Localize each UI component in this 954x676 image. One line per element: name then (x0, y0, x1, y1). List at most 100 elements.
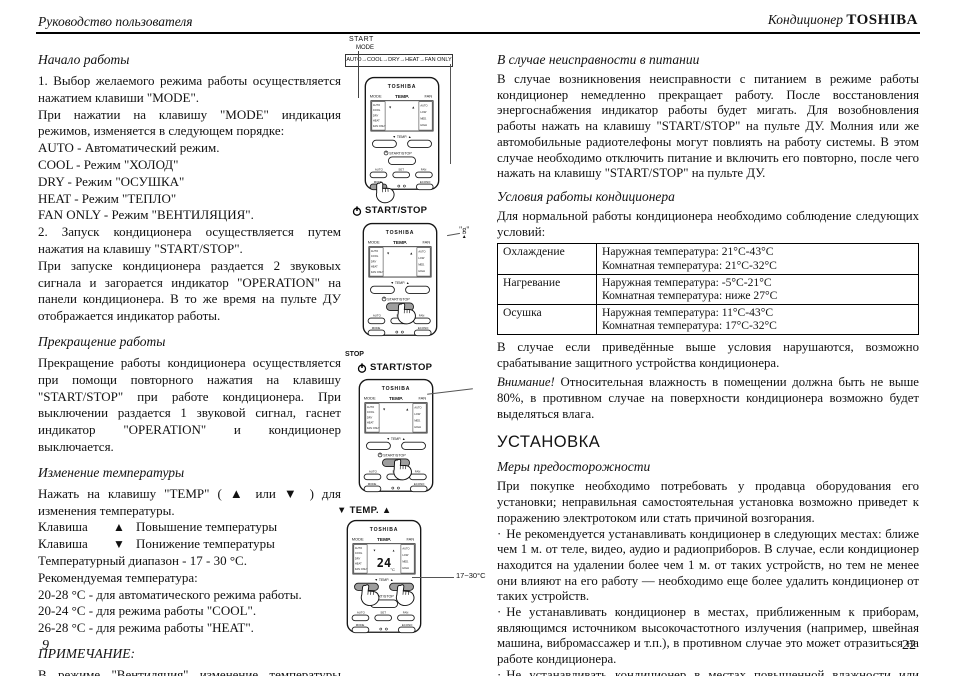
header-left-title: Руководство пользователя (38, 14, 193, 29)
svg-text:ECONO: ECONO (418, 326, 429, 330)
svg-text:FAN: FAN (422, 240, 430, 245)
svg-text:FAN ONLY: FAN ONLY (373, 124, 386, 128)
svg-text:AUTO: AUTO (402, 547, 409, 551)
table-cell-conditions: Наружная температура: 21°C-43°C Комнатна… (596, 243, 919, 275)
econo-button (413, 329, 432, 337)
figure-heading-temp: ▼ TEMP. ▲ (337, 505, 392, 516)
table-row: Нагревание Наружная температура: -5°C-21… (497, 273, 919, 305)
svg-text:▼: ▼ (386, 252, 390, 256)
svg-text:FAN: FAN (418, 396, 426, 401)
bullet-paragraph: ·Не устанавливать кондиционер в местах, … (497, 605, 919, 667)
svg-text:START/STOP: START/STOP (371, 595, 394, 599)
svg-text:MODE: MODE (364, 396, 376, 401)
svg-text:▼ TEMP. ▲: ▼ TEMP. ▲ (390, 281, 409, 285)
pointing-hand-icon (395, 584, 415, 607)
svg-text:FAN: FAN (421, 168, 427, 172)
temp-down-key-row: Клавиша ▼ Понижение температуры (38, 536, 275, 552)
svg-text:COOL: COOL (355, 551, 363, 555)
svg-text:START/STOP: START/STOP (389, 152, 412, 156)
paragraph: Нажать на клавишу "TEMP" ( ▲ или ▼ ) для… (38, 485, 341, 518)
leader-line (450, 64, 451, 164)
pointing-hand-icon (360, 584, 380, 607)
paragraph: При нажатии на клавишу "MODE" индикация … (38, 106, 341, 139)
svg-text:MODE: MODE (352, 537, 364, 542)
svg-text:COOL: COOL (373, 108, 381, 112)
svg-text:MODE: MODE (356, 623, 365, 627)
mode-list-item: FAN ONLY - Режим "ВЕНТИЛЯЦИЯ". (38, 207, 254, 223)
section-heading: ПРИМЕЧАНИЕ: (38, 645, 136, 661)
svg-text:AUTO: AUTO (414, 406, 421, 410)
svg-text:AUTO: AUTO (373, 314, 382, 318)
svg-text:▲: ▲ (410, 252, 414, 256)
svg-text:▲: ▲ (406, 408, 410, 412)
econo-button (397, 626, 416, 634)
svg-text:MED.: MED. (420, 116, 427, 120)
svg-text:TOSHIBA: TOSHIBA (386, 230, 414, 236)
svg-text:24: 24 (377, 556, 391, 570)
svg-text:HEAT: HEAT (355, 562, 362, 566)
svg-text:HEAT: HEAT (367, 421, 374, 425)
svg-text:SET: SET (398, 168, 404, 172)
right-page-column: В случае неисправности в питании В случа… (497, 52, 919, 676)
svg-text:LOW: LOW (402, 553, 409, 557)
svg-text:LOW: LOW (418, 256, 425, 260)
paragraph: В случае возникновения неисправности с п… (497, 72, 919, 181)
svg-text:LOW: LOW (414, 412, 421, 416)
svg-text:ECONO: ECONO (402, 623, 413, 627)
svg-text:FAN: FAN (403, 611, 409, 615)
operation-indicator-callout: "g" ▲ (459, 225, 470, 241)
power-icon (357, 362, 367, 373)
svg-text:HIGH: HIGH (402, 566, 409, 570)
svg-text:AUTO: AUTO (367, 405, 374, 409)
svg-text:ECONO: ECONO (420, 180, 431, 184)
section-heading: Изменение температуры (38, 464, 185, 480)
svg-text:FAN: FAN (419, 314, 425, 318)
svg-text:▼ TEMP. ▲: ▼ TEMP. ▲ (386, 437, 405, 441)
pointing-hand-icon (393, 458, 412, 481)
bullet-dot: · (497, 526, 502, 541)
remote-button (413, 317, 431, 325)
svg-text:DRY: DRY (371, 259, 377, 263)
svg-text:LOW: LOW (420, 110, 427, 114)
bullet-paragraph: ·Не устанавливать кондиционер в местах п… (497, 668, 919, 676)
svg-text:MODE: MODE (368, 482, 377, 486)
remote-display (352, 543, 416, 575)
paragraph: При запуске кондиционера раздается 2 зву… (38, 257, 341, 324)
svg-text:MED.: MED. (414, 418, 421, 422)
mode-list-item: COOL - Режим "ХОЛОД" (38, 156, 179, 172)
header-brand: TOSHIBA (846, 12, 918, 28)
remote-display (368, 246, 432, 278)
remote-button (415, 171, 433, 179)
figure-heading-startstop-2: START/STOP (357, 362, 432, 373)
table-cell-mode: Охлаждение (497, 243, 597, 275)
remote-button (363, 473, 382, 481)
header-model: Кондиционер (767, 12, 844, 27)
svg-text:AUTO: AUTO (355, 546, 362, 550)
svg-text:HIGH: HIGH (418, 269, 425, 273)
svg-text:▼: ▼ (382, 408, 386, 412)
table-cell-conditions: Наружная температура: 11°C-43°C Комнатна… (596, 303, 919, 335)
svg-text:DRY: DRY (355, 556, 361, 560)
svg-text:AUTO: AUTO (375, 168, 384, 172)
section-heading: Меры предосторожности (497, 459, 651, 475)
remote-button (409, 473, 427, 481)
figure-label-mode: MODE (356, 45, 374, 51)
remote-button (367, 317, 386, 325)
svg-text:AUTO: AUTO (357, 611, 366, 615)
figure-label-stop: STOP (345, 351, 364, 358)
svg-text:TEMP.: TEMP. (395, 94, 409, 100)
svg-text:°C: °C (390, 567, 395, 572)
table-cell-conditions: Наружная температура: -5°C-21°C Комнатна… (596, 273, 919, 305)
section-heading: Начало работы (38, 52, 130, 67)
section-heading: В случае неисправности в питании (497, 52, 700, 67)
svg-text:TOSHIBA: TOSHIBA (370, 527, 398, 533)
table-cell-mode: Осушка (497, 303, 597, 335)
temp-up-button (401, 441, 426, 450)
svg-text:MODE: MODE (368, 240, 380, 245)
svg-text:TEMP.: TEMP. (389, 396, 403, 402)
